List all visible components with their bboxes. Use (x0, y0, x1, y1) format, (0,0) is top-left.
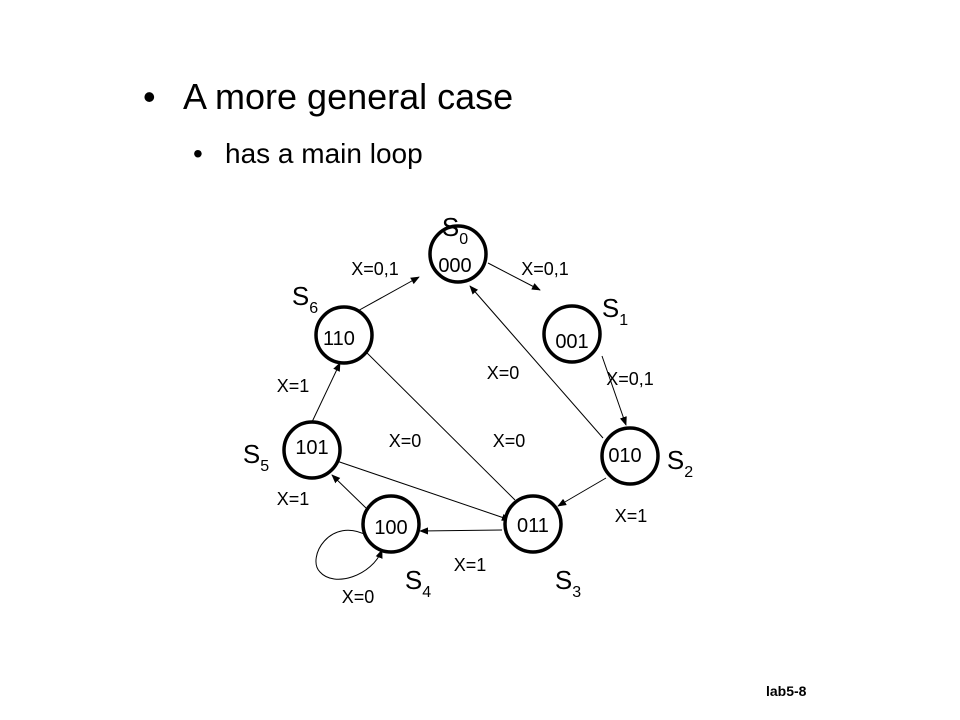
transition-arrow-s1-s2 (601, 355, 627, 426)
transition-arrow-s5-s3 (321, 455, 511, 521)
bullet-main: • A more general case (143, 72, 513, 122)
state-name-s1: S1 (602, 293, 628, 329)
state-code-s5: 101 (295, 437, 328, 459)
transition-arrow-s2-s3 (557, 477, 607, 507)
state-name-s2: S2 (667, 445, 693, 481)
state-name-s5: S5 (243, 439, 269, 475)
bullet-sub: • has a main loop (193, 134, 423, 174)
state-name-s3: S3 (555, 565, 581, 601)
state-name-s4: S4 (405, 565, 431, 601)
state-code-s0: 000 (438, 255, 471, 277)
transition-label-s5-s6: X=1 (277, 376, 310, 396)
state-node-s2 (600, 426, 660, 486)
bullet-marker: • (143, 76, 156, 117)
state-code-s2: 010 (608, 445, 641, 467)
transition-label-s0-s1: X=0,1 (521, 259, 569, 279)
state-node-s6 (314, 305, 374, 365)
transition-arrow-s3-s4 (419, 527, 503, 535)
state-code-s3: 011 (517, 515, 549, 537)
transition-arrow-s2-s0 (469, 285, 604, 439)
edge-labels-layer: X=0,1X=0,1X=1X=0X=1X=0X=0X=1X=1X=0X=0,1 (277, 259, 654, 607)
state-node-s1 (542, 304, 602, 364)
transition-arrow-s3-s6 (353, 339, 516, 501)
transition-label-s1-s2: X=0,1 (606, 369, 654, 389)
transition-label-s3-s4: X=1 (454, 555, 487, 575)
transition-arrow-s5-s6 (311, 362, 341, 423)
transition-label-s3-s6: X=0 (389, 431, 422, 451)
state-node-s0 (428, 224, 488, 284)
state-code-s4: 100 (374, 517, 407, 539)
transition-label-s6-s0: X=0,1 (351, 259, 399, 279)
transition-label-s4-s4: X=0 (342, 587, 375, 607)
state-name-s6: S6 (292, 281, 318, 317)
state-code-s1: 001 (555, 331, 588, 353)
state-name-s0: S0 (442, 212, 468, 248)
transition-label-s2-s3: X=1 (615, 506, 648, 526)
transition-arrow-s0-s1 (487, 262, 541, 291)
state-node-s3 (503, 494, 563, 554)
heading-text: A more general case (183, 76, 514, 117)
transition-label-s5-s3: X=0 (493, 431, 526, 451)
state-node-s4 (361, 494, 421, 554)
subheading-text: has a main loop (225, 138, 423, 169)
slide-number: lab5-8 (766, 683, 807, 699)
state-code-s6: 110 (323, 328, 355, 350)
transition-arrow-s4-s5 (331, 474, 367, 509)
transitions-layer (311, 262, 627, 580)
state-node-s5 (282, 420, 342, 480)
transition-arrow-s4-s4 (315, 529, 383, 580)
transition-label-s2-s0: X=0 (487, 363, 520, 383)
bullet-marker: • (193, 138, 203, 169)
transition-label-s4-s5: X=1 (277, 489, 310, 509)
transition-arrow-s6-s0 (353, 276, 420, 314)
